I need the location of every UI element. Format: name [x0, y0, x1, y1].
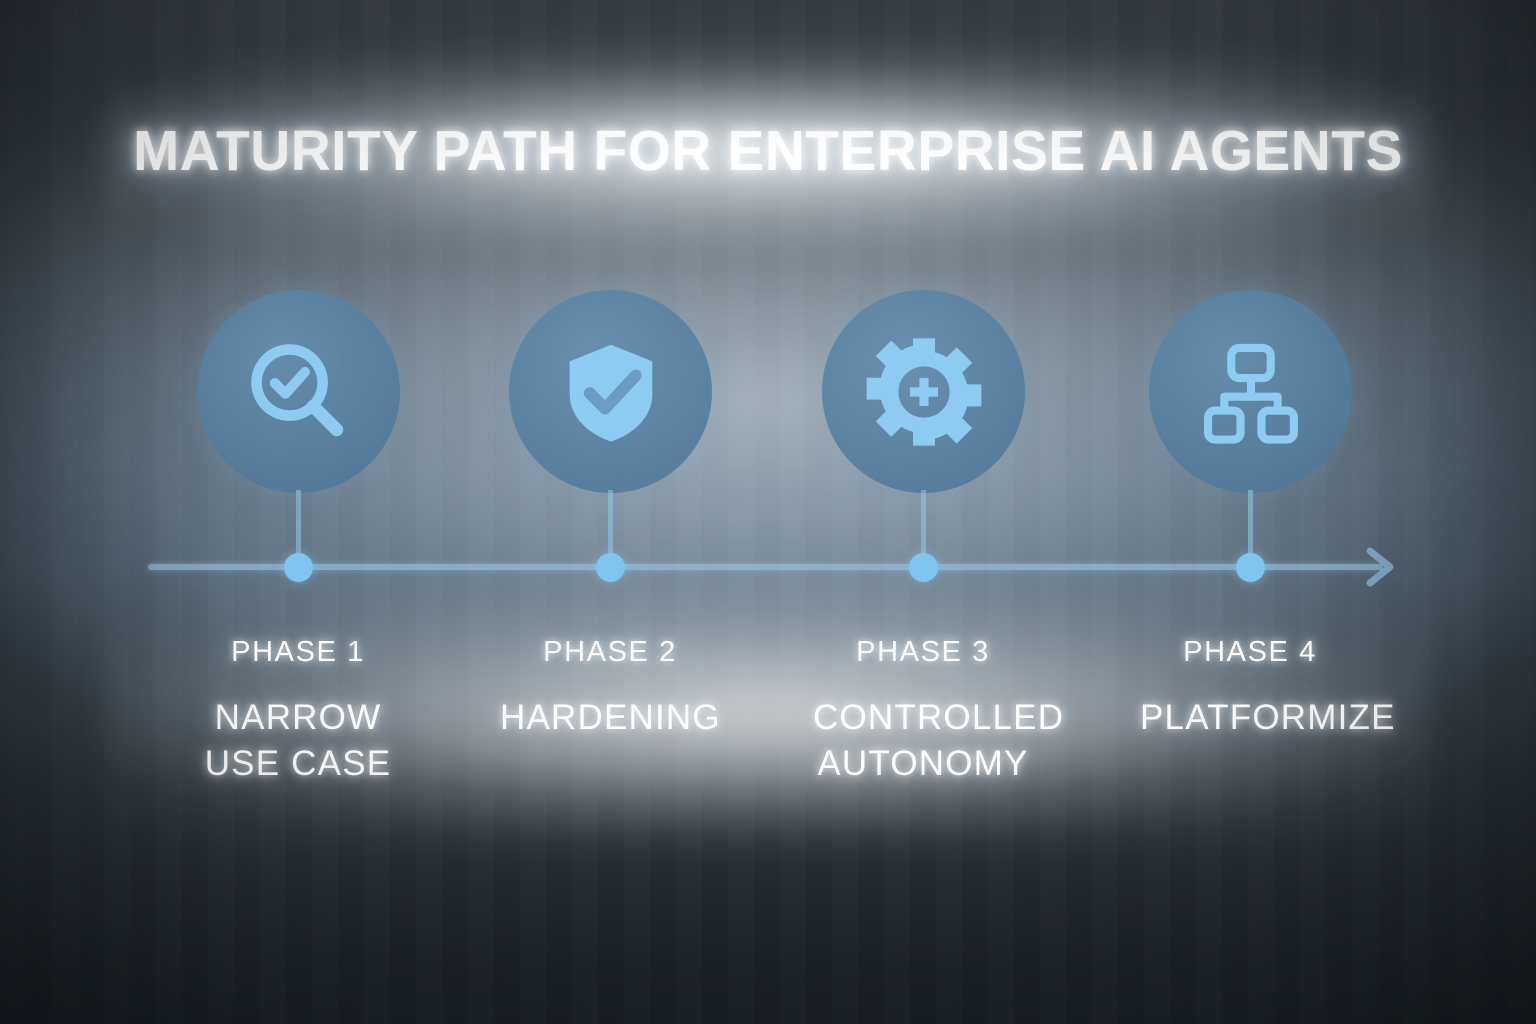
- phase-caption-2: PHASE 2 HARDENING: [500, 636, 720, 741]
- page-title: MATURITY PATH FOR ENTERPRISE AI AGENTS: [133, 119, 1403, 183]
- phase-title-line2: USE CASE: [204, 744, 392, 783]
- phase-icon-circle-1: [197, 290, 400, 493]
- timeline-dot-2[interactable]: [596, 553, 625, 582]
- phase-title-3: CONTROLLED AUTONOMY: [813, 695, 1065, 787]
- phase-title-line1: PLATFORMIZE: [1140, 698, 1396, 737]
- phase-title-line1: HARDENING: [500, 698, 721, 737]
- phase-caption-3: PHASE 3 CONTROLLED AUTONOMY: [813, 636, 1065, 787]
- phase-title-line1: CONTROLLED: [813, 698, 1065, 737]
- phase-label-4: PHASE 4: [1183, 636, 1317, 668]
- phase-connector-4: [1248, 490, 1253, 558]
- gear-plus-icon: [866, 337, 981, 446]
- phase-connector-2: [608, 490, 613, 558]
- phase-caption-1: PHASE 1 NARROW USE CASE: [188, 636, 408, 787]
- phase-title-line2: AUTONOMY: [817, 744, 1029, 783]
- phase-title-line1: NARROW: [214, 698, 382, 737]
- phase-label-3: PHASE 3: [856, 636, 990, 668]
- phase-icon-circle-2: [509, 290, 712, 493]
- phase-icon-circle-3: [822, 290, 1025, 493]
- phase-caption-4: PHASE 4 PLATFORMIZE: [1140, 636, 1396, 741]
- phase-title-1: NARROW USE CASE: [188, 695, 408, 787]
- timeline-dot-3[interactable]: [909, 553, 938, 582]
- phase-title-4: PLATFORMIZE: [1140, 695, 1396, 741]
- magnifier-check-icon: [250, 343, 343, 436]
- phase-title-2: HARDENING: [500, 695, 720, 741]
- phase-connector-1: [296, 490, 301, 558]
- phase-icon-circle-4: [1149, 290, 1352, 493]
- phase-label-1: PHASE 1: [231, 636, 365, 668]
- timeline-dot-1[interactable]: [284, 553, 313, 582]
- timeline-dot-4[interactable]: [1236, 553, 1265, 582]
- hierarchy-icon: [1203, 343, 1298, 444]
- phase-label-2: PHASE 2: [543, 636, 677, 668]
- arrow-right-icon: [1366, 547, 1394, 587]
- shield-check-icon: [569, 344, 652, 442]
- timeline-axis: [148, 564, 1383, 570]
- phase-connector-3: [921, 490, 926, 558]
